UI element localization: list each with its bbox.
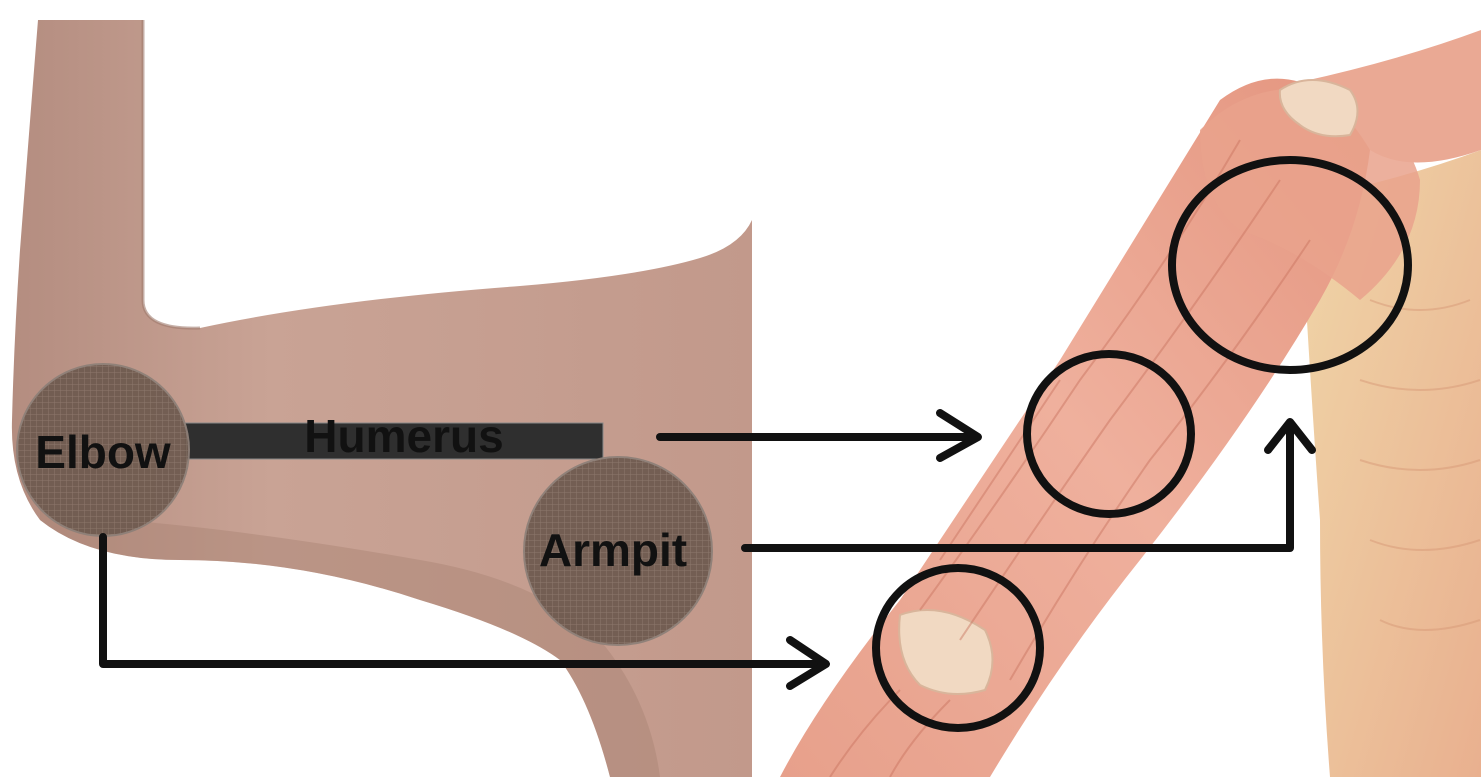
elbow-label: Elbow bbox=[35, 426, 171, 478]
muscle-illustration bbox=[780, 30, 1481, 777]
armpit-label: Armpit bbox=[539, 524, 687, 576]
forearm-edge bbox=[143, 20, 200, 328]
humerus-label: Humerus bbox=[304, 410, 503, 462]
